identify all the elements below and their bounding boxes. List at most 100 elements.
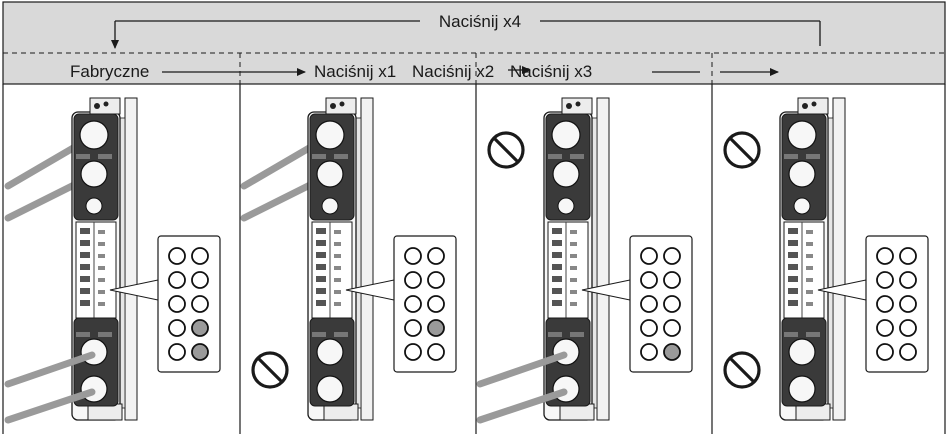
board-chip (316, 252, 326, 258)
board-chip (806, 266, 813, 270)
led-pointer (109, 279, 159, 301)
board-chip (334, 278, 341, 282)
lens-icon (316, 160, 344, 188)
led-panel (345, 235, 457, 373)
board-chip (80, 228, 90, 234)
no-entry-icon (723, 131, 761, 169)
board-chip (552, 228, 562, 234)
board-chip (98, 302, 105, 306)
board-chip (570, 230, 577, 234)
board-chip (552, 252, 562, 258)
detector-screw-icon (330, 103, 336, 109)
lens-icon (80, 160, 108, 188)
lens-icon (316, 338, 344, 366)
detector-screw-icon (566, 103, 572, 109)
led-pointer (581, 279, 631, 301)
led-icon (404, 247, 422, 265)
led-panel (817, 235, 929, 373)
detector-rail (360, 97, 374, 421)
detector-screw-icon (103, 101, 109, 107)
board-chip (334, 242, 341, 246)
lens-icon (788, 160, 816, 188)
board-chip (788, 288, 798, 294)
lens-icon (788, 338, 816, 366)
led-icon (404, 319, 422, 337)
led-icon (427, 319, 445, 337)
lens-icon (321, 197, 339, 215)
detector-screw-icon (339, 101, 345, 107)
detector-rail (832, 97, 846, 421)
led-pointer (345, 279, 395, 301)
beam-icon (476, 388, 568, 424)
board-chip (570, 290, 577, 294)
press-label-3: Naciśnij x3 (510, 62, 592, 81)
panel-press-3 (723, 97, 929, 421)
board-chip (334, 266, 341, 270)
lens-icon (552, 160, 580, 188)
detector-screw-icon (94, 103, 100, 109)
lens-icon (552, 375, 580, 403)
lens-icon (788, 375, 816, 403)
lens-divider (76, 332, 90, 337)
board-chip (552, 264, 562, 270)
led-icon (876, 343, 894, 361)
led-icon (191, 319, 209, 337)
board-chip (552, 300, 562, 306)
board-chip (552, 240, 562, 246)
led-box (393, 235, 457, 373)
led-box (865, 235, 929, 373)
led-icon (168, 271, 186, 289)
led-icon (191, 247, 209, 265)
led-icon (168, 247, 186, 265)
board-chip (316, 228, 326, 234)
start-label: Fabryczne (70, 62, 149, 81)
board-chip (98, 230, 105, 234)
lens-divider (334, 332, 348, 337)
top-label: Naciśnij x4 (439, 12, 521, 31)
board-chip (570, 266, 577, 270)
board-chip (806, 254, 813, 258)
led-icon (876, 247, 894, 265)
board-chip (788, 228, 798, 234)
lens-icon (80, 375, 108, 403)
lens-divider (334, 154, 348, 159)
lens-divider (806, 154, 820, 159)
led-icon (899, 319, 917, 337)
board-chip (788, 300, 798, 306)
board-chip (806, 242, 813, 246)
no-entry-bar (728, 136, 756, 164)
lens-divider (570, 154, 584, 159)
board-chip (80, 252, 90, 258)
led-icon (427, 271, 445, 289)
press-label-2: Naciśnij x2 (412, 62, 494, 81)
beam-icon (4, 388, 96, 424)
detector-screw-icon (811, 101, 817, 107)
detector-screw-icon (802, 103, 808, 109)
led-icon (640, 271, 658, 289)
board-chip (552, 288, 562, 294)
led-icon (899, 271, 917, 289)
board-chip (98, 254, 105, 258)
led-icon (876, 295, 894, 313)
led-icon (427, 247, 445, 265)
panel-separators (2, 53, 946, 434)
board-chip (98, 266, 105, 270)
panels-layer (4, 97, 929, 424)
lens-icon (85, 197, 103, 215)
lens-divider (76, 154, 90, 159)
press-label-1: Naciśnij x1 (314, 62, 396, 81)
panel-factory (4, 97, 221, 424)
board-chip (98, 290, 105, 294)
board-chip (316, 300, 326, 306)
detector-screw-icon (575, 101, 581, 107)
led-icon (663, 343, 681, 361)
panel-press-2 (476, 97, 693, 424)
led-icon (640, 247, 658, 265)
led-icon (168, 295, 186, 313)
board-chip (316, 240, 326, 246)
led-icon (168, 319, 186, 337)
board-chip (334, 290, 341, 294)
led-icon (640, 343, 658, 361)
lens-icon (315, 120, 345, 150)
